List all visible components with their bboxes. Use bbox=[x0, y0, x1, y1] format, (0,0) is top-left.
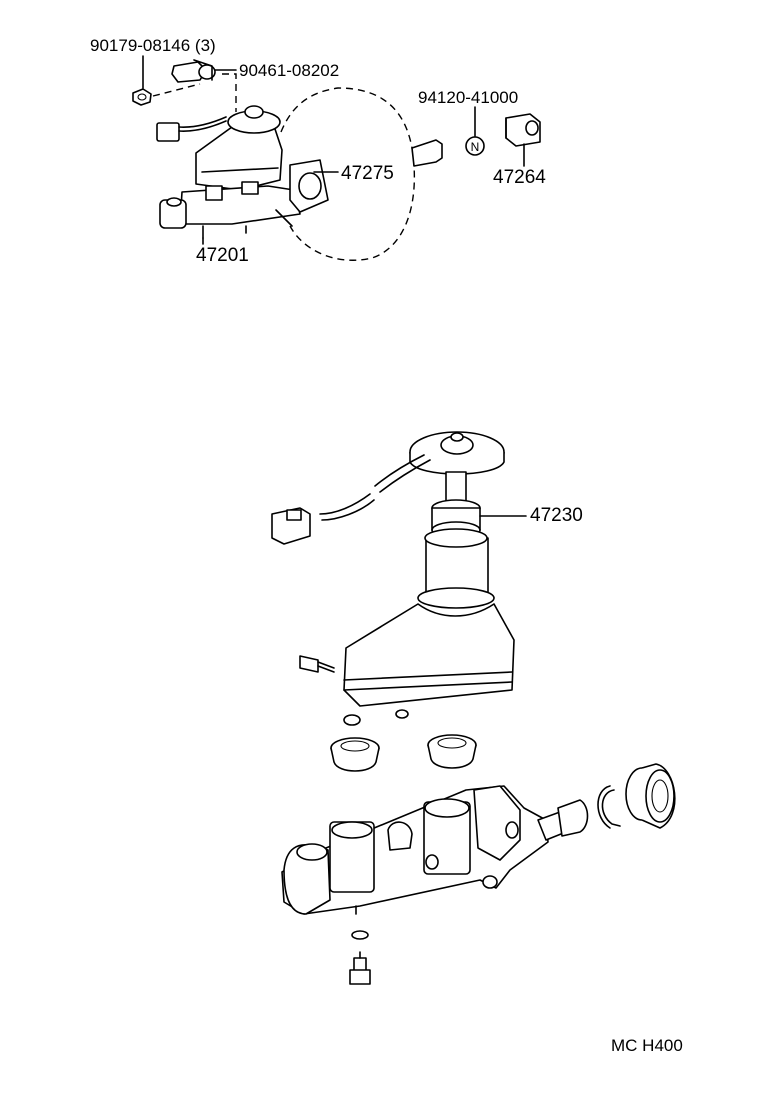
label-47264: 47264 bbox=[493, 167, 546, 188]
snap-ring bbox=[597, 785, 621, 829]
level-switch-connector bbox=[271, 507, 311, 545]
label-47230: 47230 bbox=[530, 505, 583, 526]
master-cylinder-body bbox=[281, 785, 589, 915]
level-switch-wire bbox=[319, 454, 431, 521]
small-connector bbox=[156, 116, 227, 142]
reservoir-small bbox=[195, 105, 283, 191]
grommet-right bbox=[427, 734, 477, 769]
reservoir-body bbox=[343, 528, 515, 726]
bleeder-plug bbox=[349, 951, 371, 985]
bolt-90461 bbox=[171, 59, 216, 83]
brake-booster bbox=[280, 87, 443, 261]
dashed-line-b bbox=[222, 73, 237, 112]
label-90179-08146: 90179-08146 (3) bbox=[90, 36, 216, 55]
label-47201: 47201 bbox=[196, 245, 249, 266]
clevis-47264 bbox=[505, 113, 541, 147]
dashed-line-a bbox=[152, 83, 201, 97]
reservoir-screw bbox=[299, 655, 335, 673]
diagram-code: MC H400 bbox=[611, 1036, 683, 1055]
small-o-ring bbox=[351, 930, 369, 940]
gasket-47275 bbox=[289, 159, 329, 213]
small-nut-90179 bbox=[132, 88, 152, 106]
label-90461-08202: 90461-08202 bbox=[239, 61, 340, 80]
nut-94120 bbox=[465, 136, 485, 156]
grommet-left bbox=[330, 737, 380, 772]
label-94120-41000: 94120-41000 bbox=[418, 88, 519, 107]
nut-marker: N bbox=[471, 140, 480, 154]
master-cylinder-small bbox=[159, 181, 301, 239]
boot-seal bbox=[625, 763, 676, 829]
label-47275: 47275 bbox=[341, 163, 394, 184]
reservoir-cap bbox=[409, 431, 505, 475]
float-stem bbox=[431, 471, 481, 539]
